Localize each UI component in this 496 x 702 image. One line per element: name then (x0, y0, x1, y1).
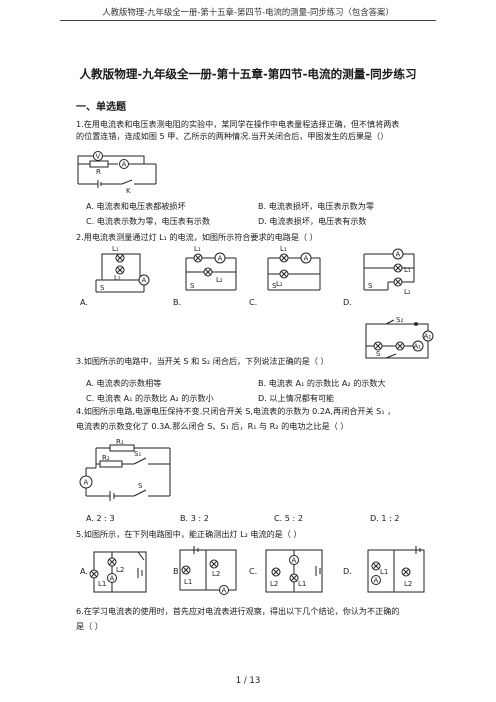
q2c-l2-label: L₂ (276, 280, 283, 288)
q2d-ammeter-label: A (396, 251, 401, 259)
page-number: 1 / 13 (235, 676, 261, 686)
q2b-l2-label: L₂ (216, 276, 223, 284)
q6-stem-line2: 是（ ） (76, 621, 103, 631)
q4-stem-line1: 4.如图所示电路,电源电压保持不变.只闭合开关 S,电流表的示数为 0.2A,再… (76, 406, 396, 416)
q5d-l1-label: L1 (380, 568, 388, 576)
q1-ammeter-label: A (122, 161, 127, 169)
q5-circuit-d: A L1 L2 (367, 546, 425, 593)
q3-option-d[interactable]: D. 以上情况都有可能 (258, 393, 335, 403)
q2-circuit-d: A L₁ L₂ S (363, 248, 415, 296)
q2-circuit-a: L₁ L₂ A S (95, 245, 150, 293)
q1-option-d[interactable]: D. 电流表损坏，电压表有示数 (258, 216, 367, 226)
q1-option-a[interactable]: A. 电流表和电压表都被损坏 (86, 201, 186, 211)
q1-resistor-label: R (96, 168, 101, 176)
document-title: 人教版物理-九年级全一册-第十五章-第四节-电流的测量-同步练习 (79, 67, 417, 81)
q3-option-a[interactable]: A. 电流表的示数相等 (86, 378, 162, 388)
q2c-ammeter-label: A (304, 255, 309, 263)
q3-stem: 3.如图所示的电路中，当开关 S 和 S₂ 闭合后，下列说法正确的是（ ） (76, 356, 329, 366)
q5-option-a[interactable]: A. (80, 566, 88, 576)
q5a-l1-label: L1 (98, 580, 106, 588)
q4-s-label: S (138, 482, 143, 490)
q4-stem-line2: 电流表的示数变化了 0.3A.那么闭合 S、S₁ 后，R₁ 与 R₂ 的电功之比… (76, 421, 349, 431)
q1-stem-line1: 1.在用电流表和电压表测电阻的实验中，某同学在操作中电表量程选择正确，但不慎将两… (76, 119, 400, 129)
q5-circuit-a: L1 A L2 (89, 551, 147, 593)
q5c-l2-label: L2 (270, 580, 278, 588)
q3-a2-label: A₂ (424, 333, 432, 341)
q5-stem: 5.如图所示，在下列电路图中，能正确测出灯 L₂ 电流的是（ ） (76, 529, 302, 539)
q5a-ammeter-label: A (110, 575, 115, 583)
q2b-switch-label: S (190, 282, 195, 290)
q3-s2-label: S₂ (396, 316, 403, 324)
q3-s-label: S (376, 350, 381, 358)
q2-circuit-c: L₁ A L₂ S (267, 245, 321, 291)
q5-circuit-c: A L2 L1 (265, 549, 323, 593)
q5b-l2-label: L2 (212, 570, 220, 578)
q2-option-b[interactable]: B. (173, 297, 182, 307)
q2-circuit-b: L₁ A L₂ S (185, 245, 237, 291)
q3-circuit-figure: S₂ A₂ A₁ S (365, 316, 434, 359)
q2c-switch-label: S (272, 282, 277, 290)
q1-stem-line2: 的位置连错，连成如图 5 甲、乙所示的两种情况.当开关闭合后，甲图发生的后果是（… (76, 131, 389, 141)
q4-option-c[interactable]: C. 5 : 2 (274, 513, 303, 523)
q2d-l2-label: L₂ (404, 288, 411, 296)
q1-voltmeter-label: V (96, 153, 101, 161)
q4-s1-label: S₁ (134, 450, 141, 458)
q5a-l2-label: L2 (116, 566, 124, 574)
q4-r1-label: R₁ (116, 438, 124, 446)
q2a-ammeter-label: A (142, 277, 147, 285)
q4-r2-label: R₂ (102, 454, 110, 462)
q6-stem-line1: 6.在学习电流表的使用时，首先应对电流表进行观察，得出以下几个结论，你认为不正确… (76, 606, 400, 616)
q1-option-b[interactable]: B. 电流表损坏，电压表示数为零 (258, 201, 374, 211)
q3-option-b[interactable]: B. 电流表 A₁ 的示数比 A₂ 的示数大 (258, 378, 386, 388)
q2b-l1-label: L₁ (194, 245, 201, 253)
q4-option-a[interactable]: A. 2 : 3 (86, 513, 115, 523)
q5-circuit-b: L1 L2 A (179, 546, 237, 595)
q3-a1-label: A₁ (414, 343, 422, 351)
q2-option-a[interactable]: A. (80, 297, 88, 307)
running-header: 人教版物理-九年级全一册-第十五章-第四节-电流的测量-同步练习（包含答案） (102, 7, 394, 17)
q3-option-c[interactable]: C. 电流表 A₁ 的示数比 A₂ 的示数小 (86, 393, 214, 403)
q4-option-d[interactable]: D. 1 : 2 (370, 513, 400, 523)
q4-ammeter-label: A (84, 479, 89, 487)
q5-option-c[interactable]: C. (249, 566, 258, 576)
q2-option-c[interactable]: C. (249, 297, 258, 307)
q5c-l1-label: L1 (298, 580, 306, 588)
q5d-ammeter-label: A (374, 577, 379, 585)
q5b-ammeter-label: A (222, 587, 227, 595)
q2-option-d[interactable]: D. (343, 297, 352, 307)
header-rule (60, 20, 436, 21)
q2d-switch-label: S (368, 282, 373, 290)
section-heading: 一、单选题 (76, 102, 126, 113)
q2a-switch-label: S (100, 284, 105, 292)
q1-option-c[interactable]: C. 电流表示数为零，电压表有示数 (86, 216, 211, 226)
q2a-l1-label: L₁ (112, 245, 119, 253)
q2-stem: 2.用电流表测量通过灯 L₁ 的电流，如图所示符合要求的电路是（ ） (76, 232, 318, 242)
q5b-l1-label: L1 (184, 578, 192, 586)
q5d-l2-label: L2 (404, 580, 412, 588)
q1-switch-label: K (126, 187, 131, 195)
q5-option-b[interactable]: B. (173, 566, 182, 576)
q2d-l1-label: L₁ (404, 266, 411, 274)
q5-option-d[interactable]: D. (343, 566, 352, 576)
q4-circuit-figure: R₁ R₂ S₁ A S (79, 438, 171, 501)
q5c-ammeter-label: A (292, 557, 297, 565)
q2a-l2-label: L₂ (114, 274, 121, 282)
q2b-ammeter-label: A (218, 255, 223, 263)
q1-resistor (89, 160, 109, 168)
q4-option-b[interactable]: B. 3 : 2 (180, 513, 209, 523)
q2c-l1-label: L₁ (280, 245, 287, 253)
q1-circuit-figure: V R A K (77, 151, 157, 195)
